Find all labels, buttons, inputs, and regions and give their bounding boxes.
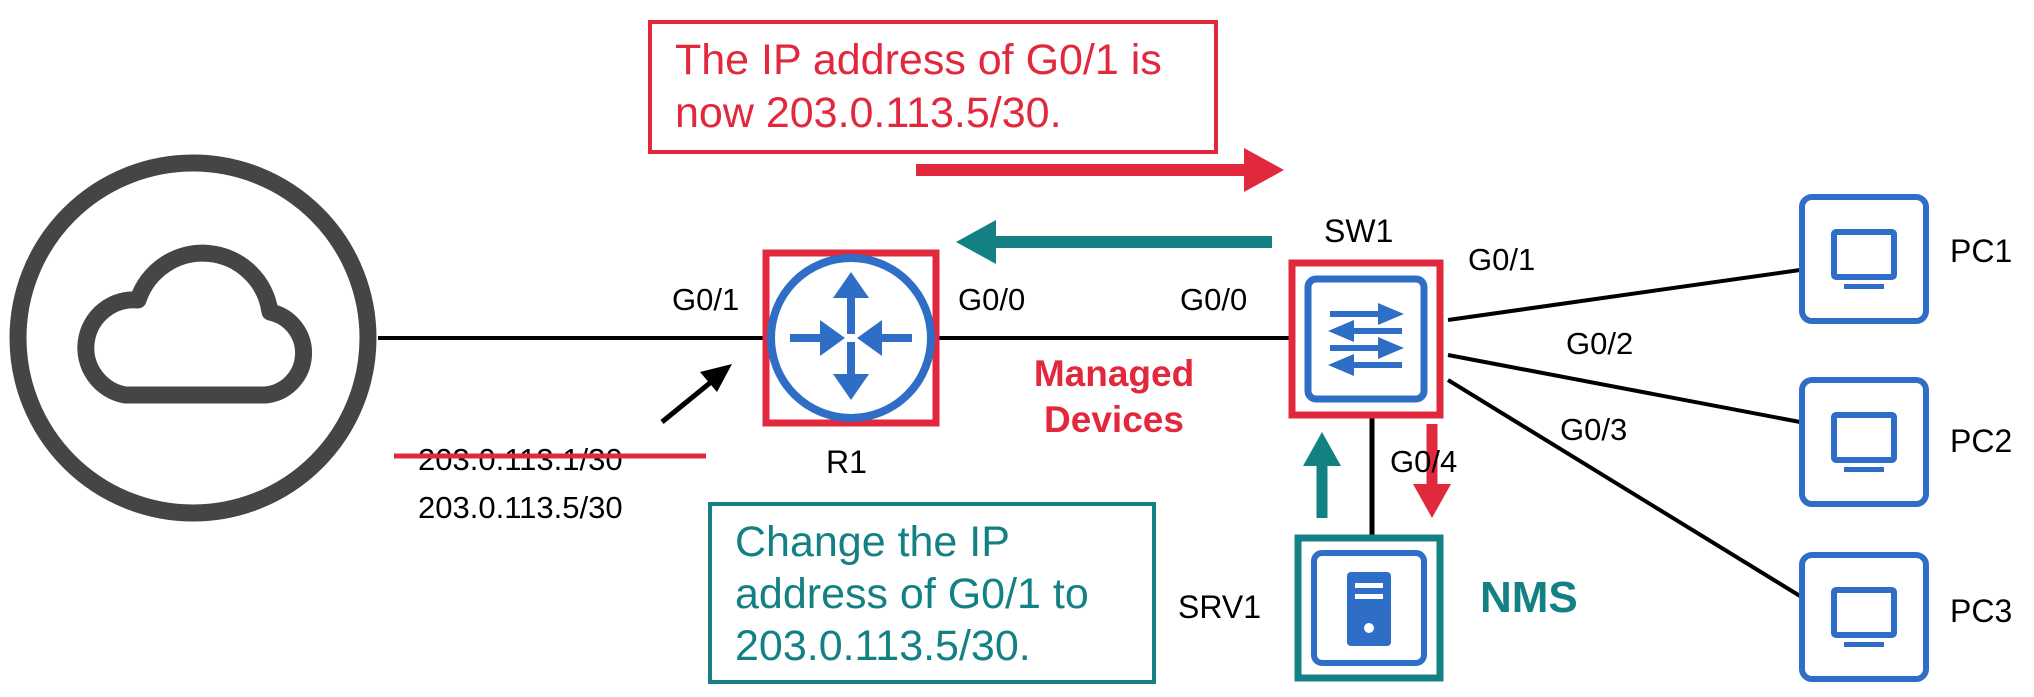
request-callout: Change the IP address of G0/1 to 203.0.1…: [708, 502, 1156, 684]
request-callout-line2: address of G0/1 to: [735, 570, 1089, 618]
response-callout-line1: The IP address of G0/1 is: [675, 36, 1162, 84]
ip-new: 203.0.113.5/30: [418, 490, 623, 525]
server-icon: [1347, 572, 1391, 646]
label-sw1-g03: G0/3: [1560, 412, 1627, 447]
label-r1: R1: [826, 444, 867, 480]
server-srv1[interactable]: [1294, 534, 1444, 682]
switch-icon: [1328, 303, 1404, 376]
label-srv1: SRV1: [1178, 589, 1261, 625]
label-pc1: PC1: [1950, 233, 2012, 269]
link-sw1-pc3: [1446, 378, 1802, 598]
sw1-down-arrow: [1413, 424, 1451, 518]
link-sw1-pc2: [1447, 353, 1801, 424]
link-sw1-pc1: [1447, 268, 1801, 322]
label-sw1-g01: G0/1: [1468, 242, 1535, 277]
label-sw1-g04: G0/4: [1390, 444, 1457, 479]
request-callout-line3: 203.0.113.5/30.: [735, 622, 1031, 670]
pc-monitor-icon: [1831, 412, 1897, 472]
pc2[interactable]: [1799, 377, 1929, 507]
label-sw1-g02: G0/2: [1566, 326, 1633, 361]
internet-cloud: [9, 154, 377, 522]
pc3[interactable]: [1799, 552, 1929, 682]
cloud-icon: [77, 244, 313, 404]
switch-sw1[interactable]: [1288, 259, 1444, 419]
label-r1-g01: G0/1: [672, 282, 739, 317]
ip-old: 203.0.113.1/30: [418, 442, 623, 477]
label-pc3: PC3: [1950, 593, 2012, 629]
pointer-arrow-g01: [660, 364, 732, 424]
response-callout-line2: now 203.0.113.5/30.: [675, 89, 1062, 137]
pc-monitor-icon: [1831, 587, 1897, 647]
response-arrow: [916, 148, 1284, 192]
managed-devices-line1: Managed: [1034, 353, 1194, 394]
response-callout: The IP address of G0/1 is now 203.0.113.…: [648, 20, 1218, 154]
router-r1[interactable]: [762, 249, 940, 427]
label-sw1: SW1: [1324, 213, 1393, 249]
managed-devices-line2: Devices: [1044, 399, 1184, 440]
pc1[interactable]: [1799, 194, 1929, 324]
request-arrow: [956, 220, 1272, 264]
label-r1-g00: G0/0: [958, 282, 1025, 317]
pc-monitor-icon: [1831, 229, 1897, 289]
label-nms: NMS: [1480, 573, 1578, 622]
router-icon: [790, 272, 912, 400]
request-callout-line1: Change the IP: [735, 518, 1010, 566]
nms-up-arrow: [1303, 432, 1341, 518]
label-sw1-g00: G0/0: [1180, 282, 1247, 317]
label-pc2: PC2: [1950, 423, 2012, 459]
